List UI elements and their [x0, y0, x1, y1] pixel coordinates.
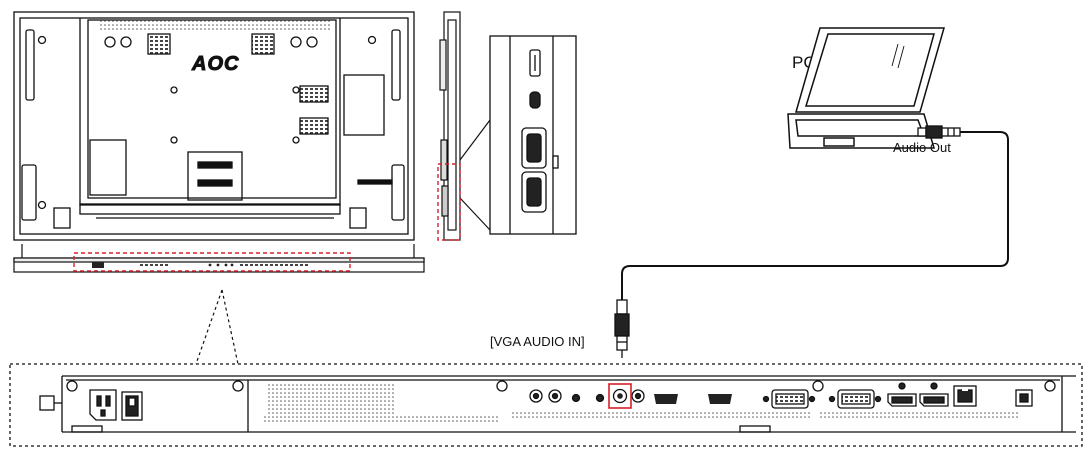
vga-audio-plug — [614, 299, 630, 358]
brand-logo: AOC — [191, 53, 239, 75]
dvi-ports — [762, 389, 882, 409]
vga-audio-in-jack — [608, 383, 632, 409]
panel-vent-bottom — [262, 414, 498, 424]
laptop-icon — [787, 27, 945, 149]
audio-jacks — [529, 389, 645, 403]
io-panel — [39, 375, 1076, 433]
optical-port — [1015, 389, 1033, 407]
power-switch-icon — [121, 391, 143, 421]
io-panel-zoom-frame — [9, 363, 1083, 447]
vga-audio-in-highlight — [608, 383, 632, 409]
monitor-side-view — [439, 11, 491, 241]
power-inlet-icon — [89, 389, 117, 421]
displayport-ports — [887, 382, 949, 407]
side-io-detail — [489, 35, 577, 235]
monitor-rear-view — [13, 11, 415, 241]
panel-vent-right — [512, 412, 812, 420]
audio-out-label: Audio Out — [893, 140, 951, 155]
panel-vent-far-right — [820, 412, 1020, 420]
audio-plug-icon — [917, 125, 961, 139]
monitor-bottom-edge — [13, 244, 425, 273]
audio-cable — [621, 131, 1009, 300]
hdmi-ports — [654, 394, 732, 404]
side-io-highlight — [437, 163, 461, 241]
zoom-guide-lines — [195, 289, 239, 365]
panel-vent-left — [268, 384, 396, 414]
rj45-port — [953, 385, 977, 407]
vga-audio-in-label: [VGA AUDIO IN] — [490, 334, 585, 349]
